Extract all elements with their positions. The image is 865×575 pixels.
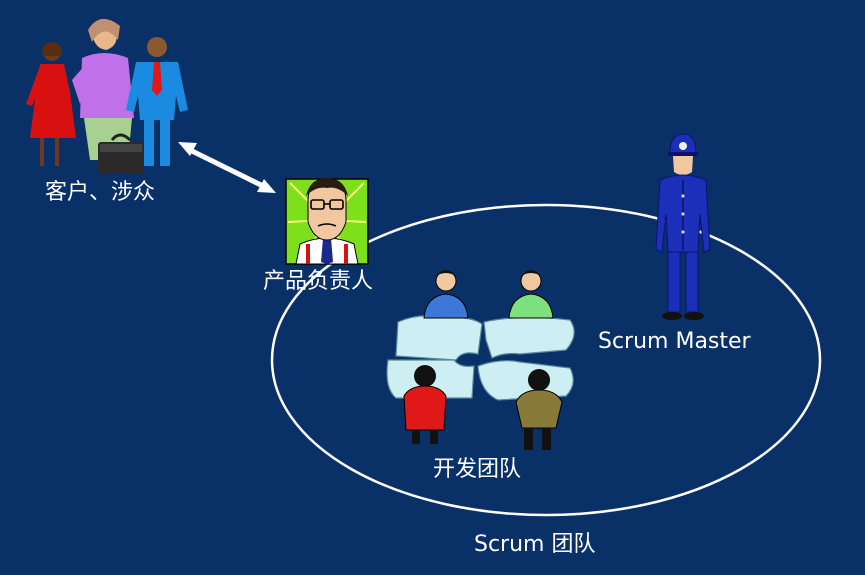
scrum-master-police-icon [656,134,710,320]
dev-team-label: 开发团队 [433,459,521,481]
woman-red-figure [26,42,76,166]
scrum-team-label: Scrum 团队 [474,534,595,556]
stakeholders-group-icon [26,19,188,174]
stakeholders-label: 客户、涉众 [45,182,155,204]
developer-team-puzzle-icon [387,270,574,450]
scrum-master-label: Scrum Master [598,331,751,353]
product-owner-portrait-icon [286,178,368,264]
woman-purple-figure [72,19,134,160]
double-arrow-icon [178,142,276,193]
product-owner-label: 产品负责人 [263,271,373,293]
